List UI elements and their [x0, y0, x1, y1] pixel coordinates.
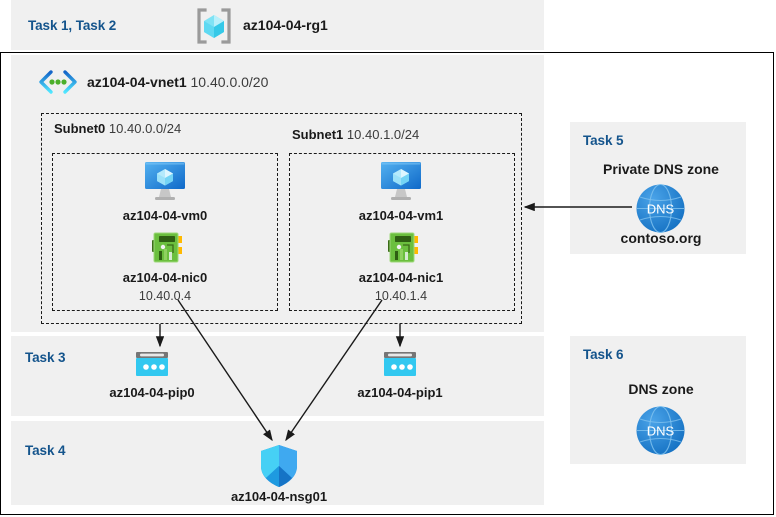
network-interface-icon: [149, 231, 185, 270]
subnet0-name: Subnet0: [54, 121, 106, 136]
network-interface-icon: [385, 231, 421, 270]
subnet1-title: Subnet1 10.40.1.0/24: [292, 127, 419, 142]
subnet0-resources-box: [52, 153, 278, 311]
virtual-machine-icon: [378, 160, 424, 207]
svg-text:DNS: DNS: [647, 424, 675, 439]
nic1-private-ip: 10.40.1.4: [374, 289, 428, 303]
subnet0-address-prefix: 10.40.0.0/24: [108, 121, 182, 136]
vm1-name: az104-04-vm1: [358, 208, 444, 223]
nic0-name: az104-04-nic0: [122, 270, 208, 285]
nsg-name: az104-04-nsg01: [230, 489, 328, 504]
private-dns-zone-name: contoso.org: [620, 230, 702, 246]
vnet-title: az104-04-vnet1 10.40.0.0/20: [87, 74, 268, 90]
private-dns-zone-heading: Private DNS zone: [603, 161, 719, 177]
subnet0-title: Subnet0 10.40.0.0/24: [54, 121, 181, 136]
nic1-name: az104-04-nic1: [358, 270, 444, 285]
task-label-dns-zone: Task 6: [583, 347, 624, 362]
subnet1-name: Subnet1: [292, 127, 344, 142]
subnet1-resources-box: [289, 153, 515, 311]
network-security-group-icon: [258, 443, 300, 494]
task-label-resource-group: Task 1, Task 2: [28, 18, 117, 33]
public-ip-panel: [11, 336, 544, 416]
task-label-public-ip: Task 3: [25, 350, 66, 365]
subnets-container: [41, 113, 522, 324]
pip0-name: az104-04-pip0: [109, 385, 195, 400]
dns-zone-icon: DNS: [634, 404, 687, 462]
subnet1-address-prefix: 10.40.1.0/24: [346, 127, 420, 142]
dns-zone-icon: DNS: [634, 182, 687, 240]
resource-group-name: az104-04-rg1: [243, 17, 328, 33]
svg-text:DNS: DNS: [647, 202, 675, 217]
vnet-address-space: 10.40.0.0/20: [190, 74, 269, 90]
resource-group-icon: [194, 7, 234, 50]
public-ip-icon: [382, 350, 418, 385]
public-ip-icon: [134, 350, 170, 385]
pip1-name: az104-04-pip1: [357, 385, 443, 400]
task-label-private-dns-zone: Task 5: [583, 133, 624, 148]
virtual-machine-icon: [142, 160, 188, 207]
task-label-nsg: Task 4: [25, 443, 66, 458]
virtual-network-icon: [36, 68, 80, 101]
dns-zone-heading: DNS zone: [628, 381, 694, 397]
nic0-private-ip: 10.40.0.4: [138, 289, 192, 303]
vm0-name: az104-04-vm0: [122, 208, 208, 223]
resource-group-header-panel: [11, 0, 544, 50]
vnet-name: az104-04-vnet1: [87, 74, 187, 90]
diagram-outer-border: [0, 52, 774, 515]
